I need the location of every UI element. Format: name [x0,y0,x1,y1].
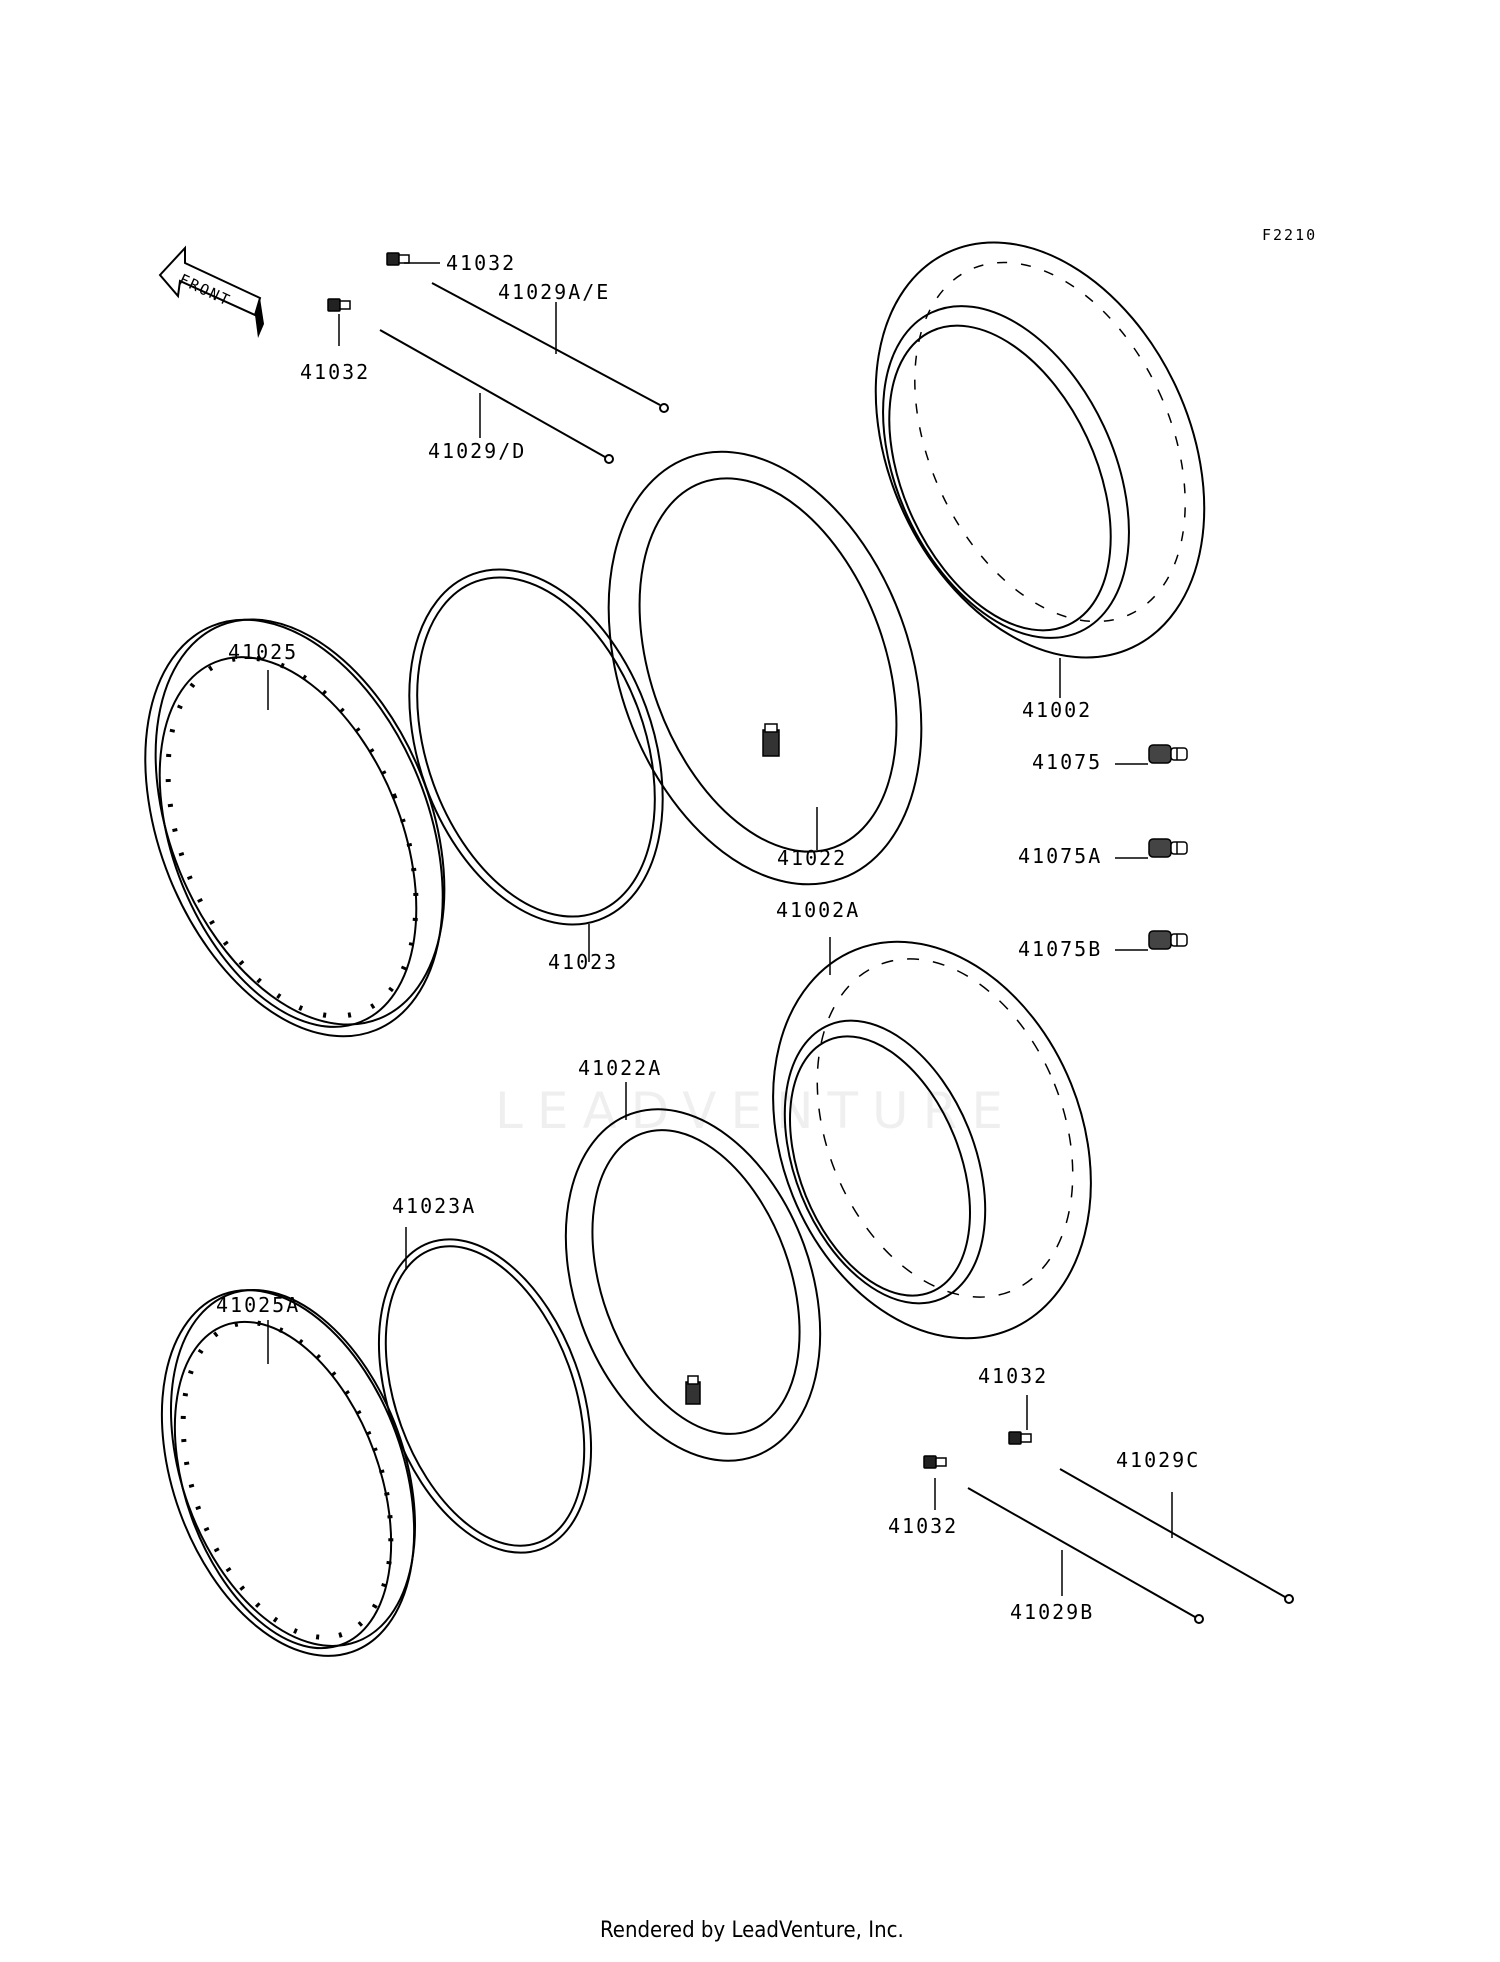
front-arrow-icon: FRONT [158,245,264,338]
footer-credit: Rendered by LeadVenture, Inc. [600,1918,904,1943]
figure-code: F2210 [1262,226,1318,244]
valve-icon [685,1375,701,1405]
rim-band-41023 [408,568,664,926]
part-label-41022a: 41022A [578,1056,663,1080]
part-label-41025: 41025 [228,640,299,664]
watermark: LEADVENTURE [495,1082,1017,1140]
part-label-41029-d: 41029/D [428,439,527,463]
part-label-41075a: 41075A [1018,844,1103,868]
tire-41002 [874,241,1206,659]
part-label-41075: 41075 [1032,750,1103,774]
part-label-41023a: 41023A [392,1194,477,1218]
weight-41075a [1148,838,1188,858]
part-label-41002: 41002 [1022,698,1093,722]
spoke-41029b [967,1487,1204,1624]
part-label-41023: 41023 [548,950,619,974]
part-label-41022: 41022 [777,846,848,870]
part-label-41029a-e: 41029A/E [498,280,611,304]
part-label-41029c: 41029C [1116,1448,1201,1472]
part-label-41032-top-b: 41032 [300,360,371,384]
rim-band-41023a [377,1238,593,1554]
nipple-41032-top-b [327,298,351,312]
weight-41075b [1148,930,1188,950]
nipple-41032-bot-b [923,1455,947,1469]
nipple-41032-bot-a [1008,1431,1032,1445]
part-label-41032-bot-a: 41032 [978,1364,1049,1388]
spoke-41029a-e [431,282,669,413]
leader-lines [267,262,1173,1596]
part-label-41075b: 41075B [1018,937,1103,961]
part-label-41032-bot-b: 41032 [888,1514,959,1538]
tube-41022 [607,450,923,886]
part-label-41025a: 41025A [216,1293,301,1317]
part-label-41029b: 41029B [1010,1600,1095,1624]
tube-41022a [564,1108,822,1462]
spoke-41029c [1059,1468,1294,1604]
weight-41075 [1148,744,1188,764]
part-label-41032-top-a: 41032 [446,251,517,275]
valve-icon [762,723,780,757]
rim-41025a [160,1289,416,1657]
tire-41002a [772,940,1092,1340]
part-label-41002a: 41002A [776,898,861,922]
spoke-41029-d [379,329,614,464]
